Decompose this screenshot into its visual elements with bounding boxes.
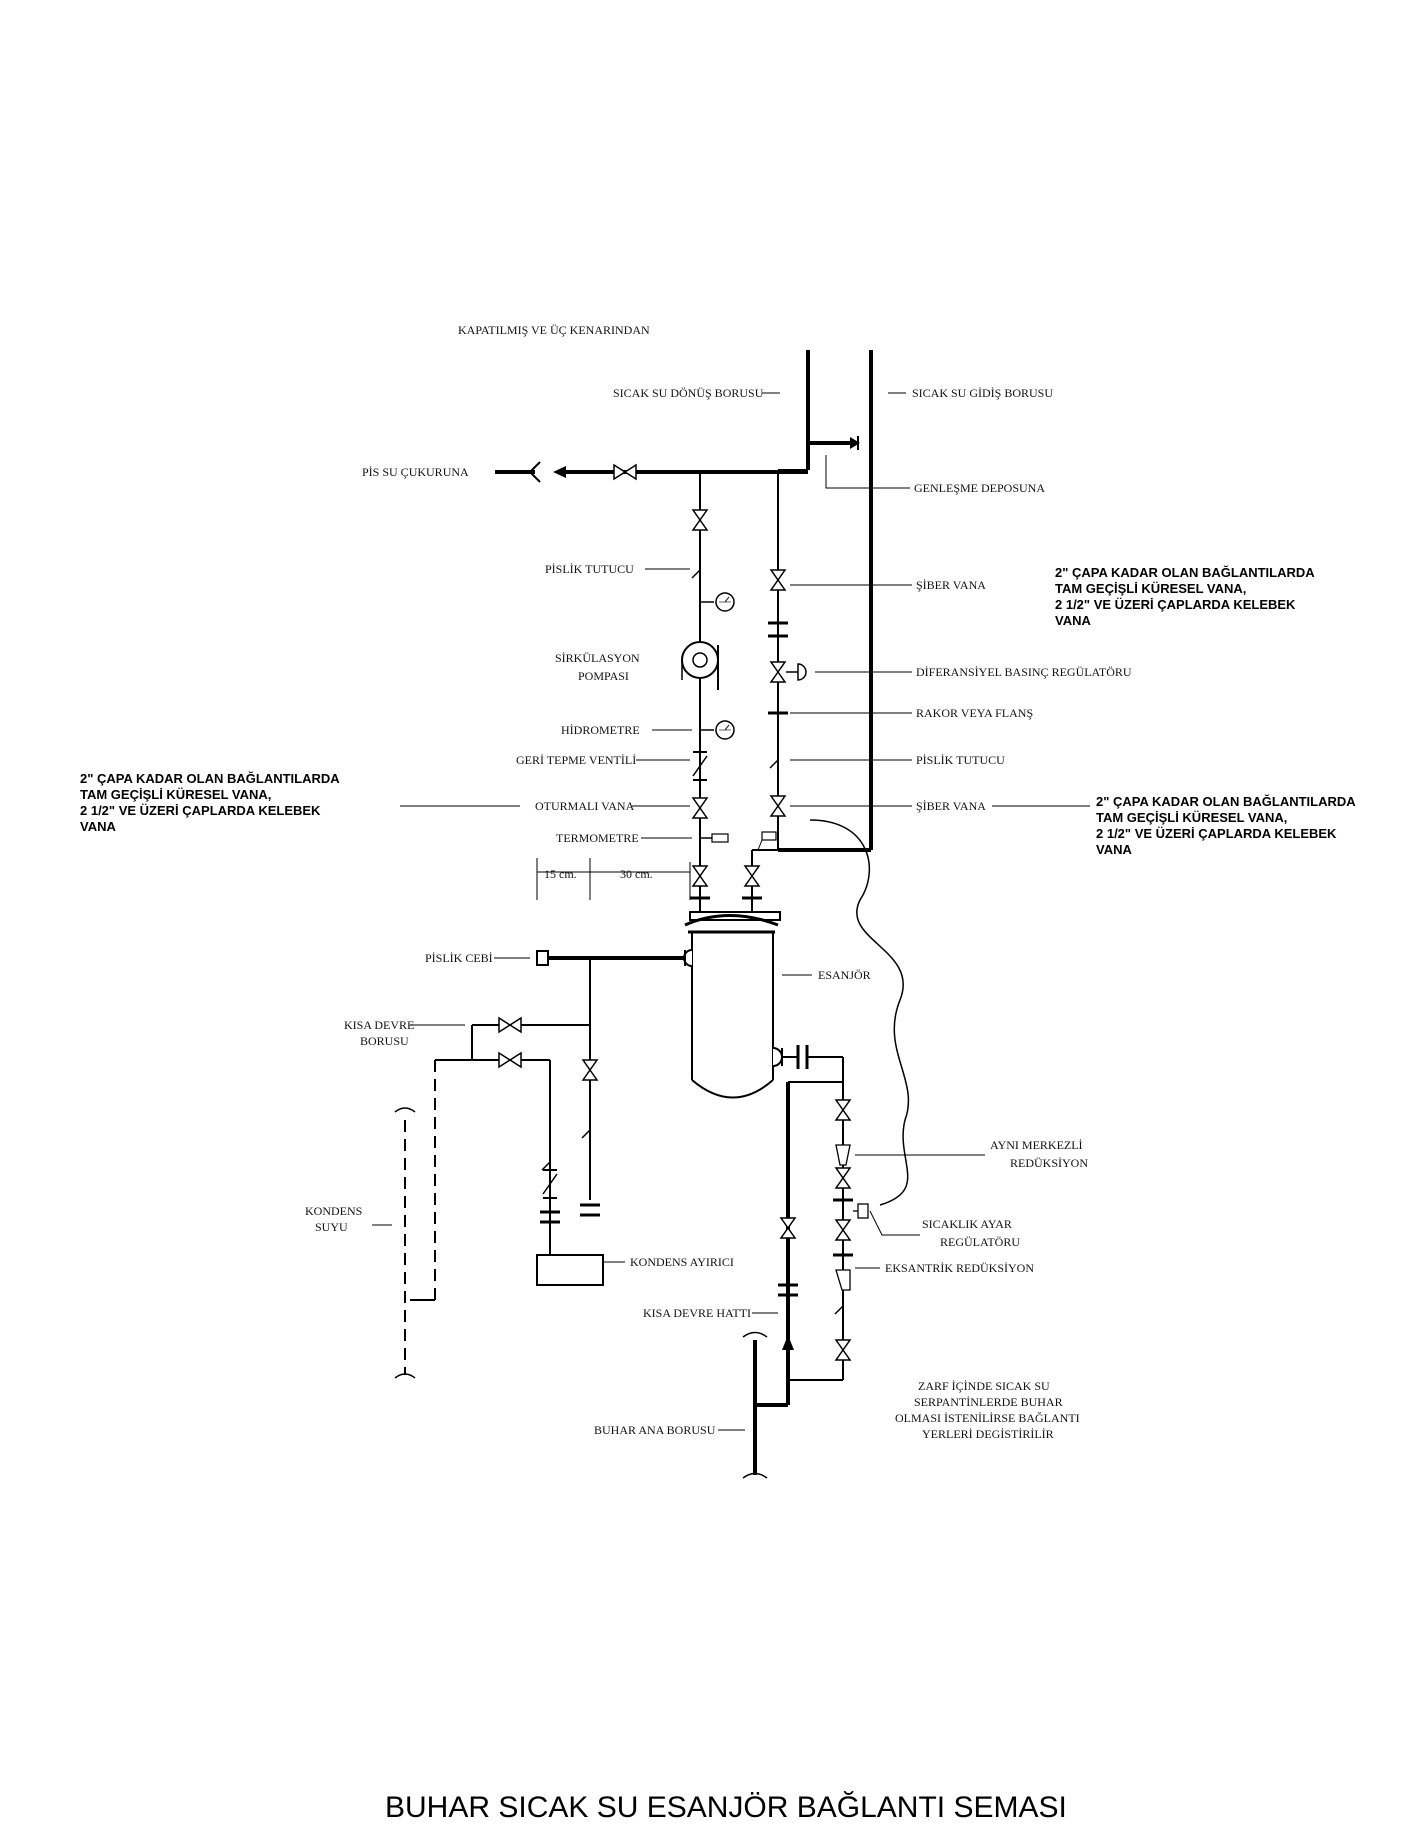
label-dim-30: 30 cm.	[620, 867, 653, 881]
note-line: 2" ÇAPA KADAR OLAN BAĞLANTILARDA	[80, 771, 340, 786]
note-line: TAM GEÇİŞLİ KÜRESEL VANA,	[1096, 810, 1287, 825]
label-rakor: RAKOR VEYA FLANŞ	[916, 706, 1033, 720]
label-kondens-suyu-2: SUYU	[315, 1220, 348, 1234]
gate-valve-icon	[498, 1052, 522, 1068]
label-pislik-tutucu-right: PİSLİK TUTUCU	[916, 753, 1005, 767]
bypass-valve-icon	[780, 1217, 796, 1239]
label-kisa-devre-borusu-1: KISA DEVRE	[344, 1018, 414, 1032]
pump-icon	[681, 641, 719, 690]
label-oturmali: OTURMALI VANA	[535, 799, 635, 813]
pressure-gauge-icon	[715, 592, 735, 612]
gate-valve-icon	[692, 509, 708, 531]
dirt-pocket-line	[536, 950, 685, 1200]
page-title: BUHAR SICAK SU ESANJÖR BAĞLANTI SEMASI	[385, 1791, 1067, 1824]
check-valve-icon	[542, 1169, 558, 1199]
note-line: VANA	[1096, 842, 1132, 857]
note-line: 2 1/2" VE ÜZERİ ÇAPLARDA KELEBEK	[80, 803, 321, 818]
label-sirkulasyon-2: POMPASI	[578, 669, 629, 683]
thermostat-bulb-icon	[757, 831, 777, 851]
label-sirkulasyon-1: SİRKÜLASYON	[555, 651, 640, 665]
drain-line	[495, 461, 808, 483]
gate-valve-icon	[770, 795, 786, 817]
label-sicaklik-2: REGÜLATÖRU	[940, 1235, 1020, 1249]
strainer-icon	[769, 751, 779, 769]
label-sicak-su-gidis: SICAK SU GİDİŞ BORUSU	[912, 386, 1053, 400]
gate-valve-icon	[835, 1167, 851, 1189]
header-note: KAPATILMIŞ VE ÜÇ KENARINDAN	[458, 323, 650, 337]
note-line: VANA	[80, 819, 116, 834]
label-pislik-tutucu-left: PİSLİK TUTUCU	[545, 562, 634, 576]
label-buhar-ana: BUHAR ANA BORUSU	[594, 1423, 716, 1437]
hydrometer-icon	[715, 720, 735, 740]
note-line: 2" ÇAPA KADAR OLAN BAĞLANTILARDA	[1096, 794, 1356, 809]
label-kisa-devre-borusu-2: BORUSU	[360, 1034, 409, 1048]
label-zarf-4: YERLERİ DEGİSTİRİLİR	[922, 1427, 1054, 1441]
strainer-icon	[541, 1153, 551, 1171]
label-zarf-3: OLMASI İSTENİLİRSE BAĞLANTI	[895, 1411, 1080, 1425]
note-line: TAM GEÇİŞLİ KÜRESEL VANA,	[80, 787, 271, 802]
label-sicak-su-donus: SICAK SU DÖNÜŞ BORUSU	[613, 386, 764, 400]
gate-valve-icon	[498, 1017, 522, 1033]
gate-valve-icon	[770, 569, 786, 591]
condensate-section	[394, 1017, 604, 1379]
thermometer-icon	[700, 833, 729, 843]
gate-valve-icon	[835, 1099, 851, 1121]
gate-valve-icon	[744, 865, 760, 887]
eccentric-reducer-icon	[835, 1269, 851, 1291]
strainer-icon	[581, 1121, 591, 1139]
note-right-top: 2" ÇAPA KADAR OLAN BAĞLANTILARDA TAM GEÇ…	[1055, 565, 1315, 628]
label-kisa-devre-hatti: KISA DEVRE HATTI	[643, 1306, 751, 1320]
dirt-pocket-icon	[536, 950, 549, 966]
label-eksantrik: EKSANTRİK REDÜKSİYON	[885, 1261, 1034, 1275]
labels: KAPATILMIŞ VE ÜÇ KENARINDAN SICAK SU DÖN…	[305, 323, 1132, 1441]
label-siber-vana-1: ŞİBER VANA	[916, 578, 986, 592]
capillary-tube	[809, 819, 910, 1206]
note-line: 2" ÇAPA KADAR OLAN BAĞLANTILARDA	[1055, 565, 1315, 580]
temperature-regulator-valve-icon	[835, 1219, 851, 1241]
label-kondens-ayirici: KONDENS AYIRICI	[630, 1255, 734, 1269]
heat-exchanger	[683, 911, 783, 1099]
gate-valve-icon	[692, 865, 708, 887]
label-sicaklik-1: SICAKLIK AYAR	[922, 1217, 1012, 1231]
strainer-icon	[691, 561, 701, 579]
supply-branch	[740, 469, 871, 912]
label-genlesme: GENLEŞME DEPOSUNA	[914, 481, 1045, 495]
dimensions	[536, 858, 691, 900]
return-branch	[681, 472, 735, 912]
check-valve-icon	[692, 751, 708, 781]
note-line: TAM GEÇİŞLİ KÜRESEL VANA,	[1055, 581, 1246, 596]
note-line: 2 1/2" VE ÜZERİ ÇAPLARDA KELEBEK	[1096, 826, 1337, 841]
label-pislik-cebi: PİSLİK CEBİ	[425, 951, 493, 965]
label-hidrometre: HİDROMETRE	[561, 723, 640, 737]
label-siber-vana-2: ŞİBER VANA	[916, 799, 986, 813]
gate-valve-icon	[582, 1059, 598, 1081]
steam-section	[742, 1045, 869, 1479]
strainer-icon	[834, 1297, 844, 1315]
label-pis-su: PİS SU ÇUKURUNA	[362, 465, 469, 479]
label-zarf-2: SERPANTİNLERDE BUHAR	[914, 1395, 1063, 1409]
main-risers	[806, 350, 873, 850]
label-zarf-1: ZARF İÇİNDE SICAK SU	[918, 1379, 1050, 1393]
differential-regulator-icon	[770, 661, 786, 683]
label-dim-15: 15 cm.	[544, 867, 577, 881]
leader-lines	[372, 392, 1090, 1431]
note-line: VANA	[1055, 613, 1091, 628]
label-kondens-suyu-1: KONDENS	[305, 1204, 362, 1218]
label-geri-tepme: GERİ TEPME VENTİLİ	[516, 753, 636, 767]
note-right-bottom: 2" ÇAPA KADAR OLAN BAĞLANTILARDA TAM GEÇ…	[1096, 794, 1356, 857]
condensate-separator-icon	[536, 1254, 604, 1286]
gate-valve-icon	[835, 1339, 851, 1361]
label-termometre: TERMOMETRE	[556, 831, 639, 845]
concentric-reducer-icon	[835, 1144, 851, 1166]
label-diferansiyel: DİFERANSİYEL BASINÇ REGÜLATÖRU	[916, 665, 1132, 679]
label-ayni-merkezli-2: REDÜKSİYON	[1010, 1156, 1088, 1170]
seat-valve-icon	[692, 797, 708, 819]
label-esanjor: ESANJÖR	[818, 968, 871, 982]
note-left: 2" ÇAPA KADAR OLAN BAĞLANTILARDA TAM GEÇ…	[80, 771, 340, 834]
note-line: 2 1/2" VE ÜZERİ ÇAPLARDA KELEBEK	[1055, 597, 1296, 612]
label-ayni-merkezli-1: AYNI MERKEZLİ	[990, 1138, 1083, 1152]
